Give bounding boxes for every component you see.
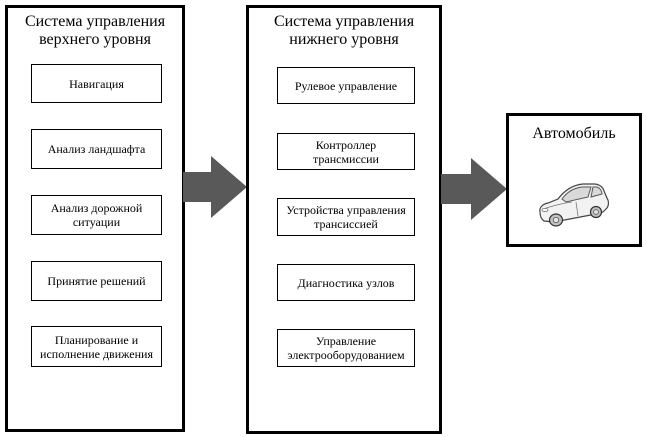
upper-system-title-line2: верхнего уровня (39, 31, 151, 48)
lower-module-steering: Рулевое управление (277, 67, 415, 104)
lower-system-title-line1: Система управления (273, 13, 415, 30)
car-rear-window (590, 186, 603, 198)
upper-module-decision-making: Принятие решений (31, 261, 162, 301)
arrow-lower-to-vehicle (441, 158, 507, 220)
car-door-line (575, 201, 579, 217)
upper-module-label-line1: Навигация (69, 76, 124, 91)
upper-system-title-line1: Система управления (24, 13, 166, 30)
upper-module-label-line1: Принятие решений (47, 274, 146, 288)
car-headlight (541, 207, 549, 212)
upper-system-title: Система управления верхнего уровня (8, 13, 182, 49)
lower-module-label-line1: Устройства управления (286, 203, 406, 217)
upper-module-navigation: Навигация (31, 64, 162, 103)
vehicle-title: Автомобиль (532, 125, 616, 142)
lower-module-label-line2: трансиссией (314, 217, 378, 231)
arrow-upper-to-lower (183, 156, 247, 218)
arrow-shape (183, 156, 247, 218)
lower-module-label-line2: электрооборудованием (287, 348, 405, 362)
lower-module-label-line2: трансмиссии (313, 151, 379, 166)
arrow-shape (441, 158, 507, 220)
car-front-hub (552, 217, 560, 223)
car-icon (539, 183, 610, 227)
upper-module-road-analysis: Анализ дорожной ситуации (31, 195, 162, 235)
upper-module-label-line2: исполнение движения (40, 346, 153, 361)
car-hood-line (545, 201, 573, 209)
car-rear-hub (593, 209, 599, 215)
upper-module-label-line2: ситуации (72, 215, 121, 229)
lower-module-transmission-controller: Контроллер трансмиссии (277, 133, 415, 170)
lower-module-transmission-control-devices: Устройства управления трансиссией (277, 198, 415, 236)
vehicle-panel: Автомобиль (506, 113, 642, 247)
lower-system-title-line2: нижнего уровня (289, 31, 399, 48)
upper-module-label-line1: Планирование и (54, 332, 139, 347)
upper-module-landscape-analysis: Анализ ландшафта (31, 129, 162, 169)
upper-module-label-line1: Анализ ландшафта (47, 142, 146, 156)
upper-module-label-line1: Анализ дорожной (50, 201, 143, 215)
lower-system-title: Система управления нижнего уровня (249, 13, 439, 49)
lower-module-label-line1: Диагностика узлов (297, 275, 395, 290)
lower-module-diagnostics: Диагностика узлов (277, 264, 415, 301)
lower-module-label-line1: Управление (315, 334, 377, 348)
lower-module-label-line1: Рулевое управление (294, 78, 398, 93)
lower-module-label-line1: Контроллер (315, 137, 377, 152)
car-windshield (561, 186, 592, 203)
lower-module-electrical-control: Управление электрооборудованием (277, 329, 415, 367)
upper-module-motion-planning: Планирование и исполнение движения (31, 326, 162, 367)
